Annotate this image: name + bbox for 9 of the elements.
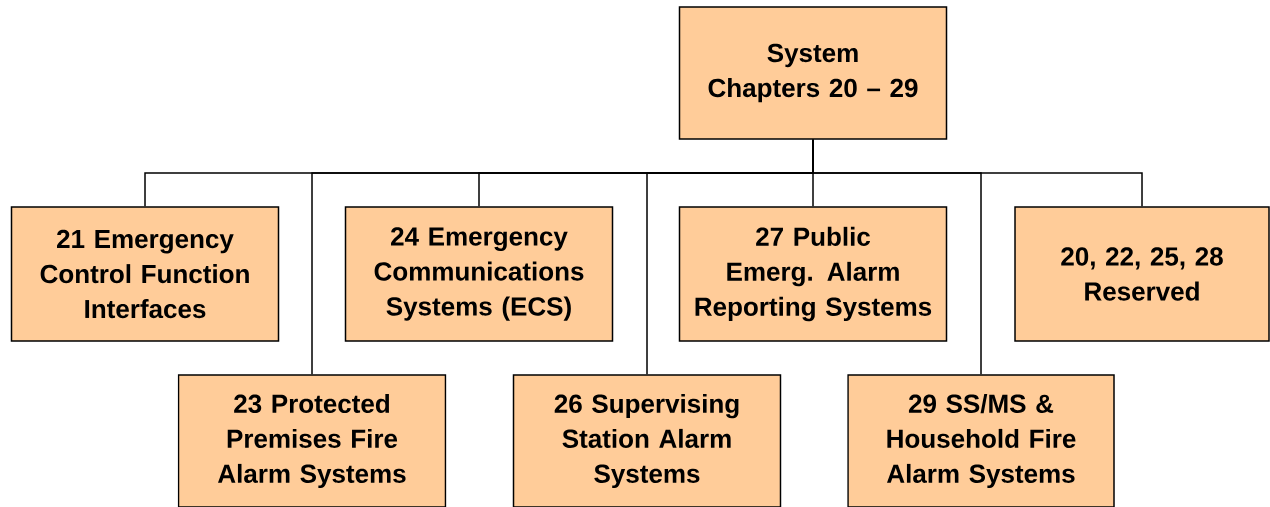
connector-line (812, 139, 1143, 207)
chapter-box: 29 SS/MS & Household Fire Alarm Systems (847, 374, 1115, 507)
chapter-box: 20, 22, 25, 28 Reserved (1014, 206, 1270, 342)
chapter-box: 23 Protected Premises Fire Alarm Systems (177, 374, 447, 507)
chapter-box: 21 Emergency Control Function Interfaces (10, 206, 280, 342)
chapter-box: System Chapters 20 – 29 (678, 6, 948, 140)
chapter-box: 24 Emergency Communications Systems (ECS) (344, 206, 614, 342)
chapter-box: 26 Supervising Station Alarm Systems (512, 374, 782, 507)
chapter-box: 27 Public Emerg. Alarm Reporting Systems (678, 206, 948, 342)
